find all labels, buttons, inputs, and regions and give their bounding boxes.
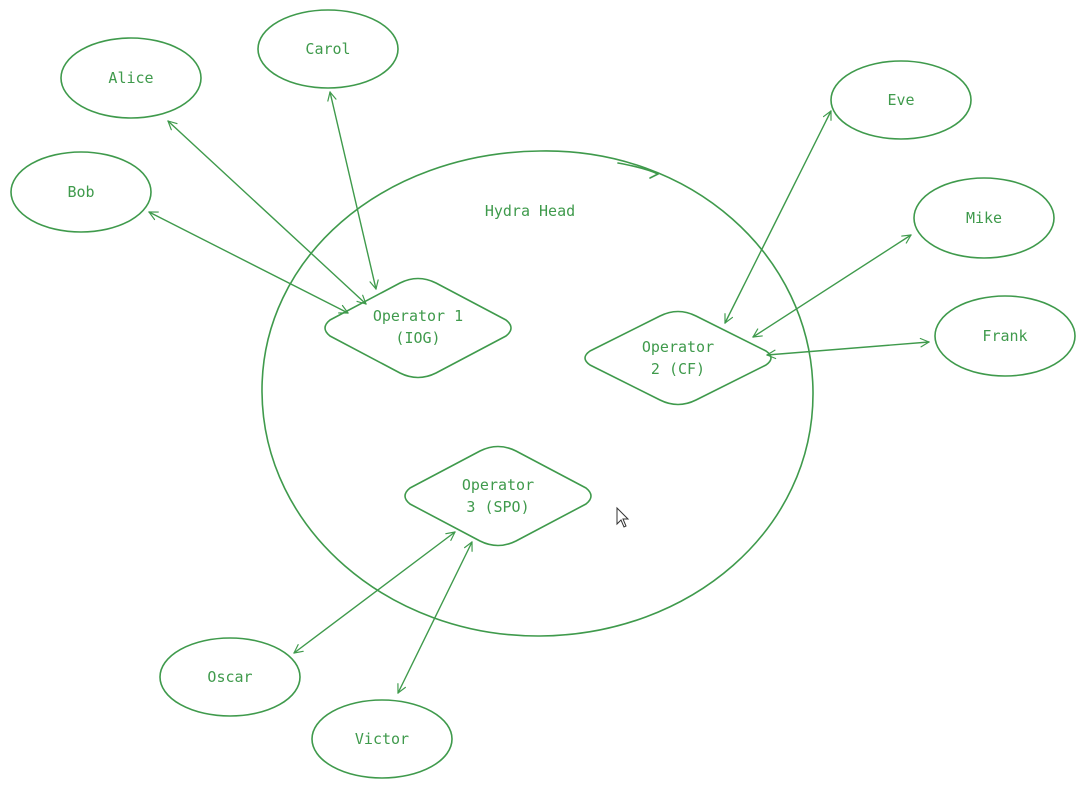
participant-node-eve[interactable]: Eve <box>830 60 972 140</box>
participant-ellipse <box>159 637 301 717</box>
participant-label: Mike <box>966 209 1002 227</box>
operator-node-op3[interactable]: Operator 3 (SPO) <box>404 445 592 547</box>
participant-ellipse <box>913 177 1055 259</box>
participant-node-bob[interactable]: Bob <box>10 151 152 233</box>
participant-ellipse <box>311 699 453 779</box>
participant-label: Frank <box>982 327 1027 345</box>
operator-node-op1[interactable]: Operator 1 (IOG) <box>324 277 512 379</box>
participant-label: Carol <box>305 40 350 58</box>
connection-arrow-frank-op2[interactable] <box>766 337 930 360</box>
participant-node-victor[interactable]: Victor <box>311 699 453 779</box>
operator-label-line-2: 3 (SPO) <box>466 498 529 516</box>
hydra-head[interactable]: Hydra Head <box>261 150 814 637</box>
connection-arrow-carol-op1[interactable] <box>327 91 379 290</box>
participant-label: Victor <box>355 730 409 748</box>
operator-label-line-2: (IOG) <box>395 329 440 347</box>
connection-arrow-alice-op1[interactable] <box>167 120 367 305</box>
hydra-head-stroke-tick <box>649 169 659 179</box>
connection-arrow-mike-op2[interactable] <box>752 234 912 338</box>
participant-node-mike[interactable]: Mike <box>913 177 1055 259</box>
participant-label: Bob <box>67 183 94 201</box>
hydra-head-circle <box>261 150 814 637</box>
participant-ellipse <box>830 60 972 140</box>
connection-arrow-eve-op2[interactable] <box>724 110 832 324</box>
connections-layer <box>148 91 930 694</box>
connection-arrow-bob-op1[interactable] <box>148 211 349 314</box>
participant-node-carol[interactable]: Carol <box>257 9 399 89</box>
participant-node-frank[interactable]: Frank <box>934 295 1076 377</box>
mouse-cursor-icon <box>616 506 630 528</box>
connection-arrow-oscar-op3[interactable] <box>293 531 456 654</box>
operator-label-line-1: Operator <box>462 476 534 494</box>
participant-ellipse <box>60 37 202 119</box>
participant-ellipse <box>10 151 152 233</box>
participant-label: Alice <box>108 69 153 87</box>
hydra-head-label: Hydra Head <box>485 202 575 220</box>
operator-label-line-1: Operator <box>642 338 714 356</box>
operator-label-line-1: Operator 1 <box>373 307 463 325</box>
operator-diamond <box>584 310 772 406</box>
participant-node-alice[interactable]: Alice <box>60 37 202 119</box>
participant-ellipse <box>257 9 399 89</box>
participant-label: Oscar <box>207 668 252 686</box>
operator-diamond <box>324 277 512 379</box>
operator-diamond <box>404 445 592 547</box>
participant-label: Eve <box>887 91 914 109</box>
participant-node-oscar[interactable]: Oscar <box>159 637 301 717</box>
operator-label-line-2: 2 (CF) <box>651 360 705 378</box>
operator-node-op2[interactable]: Operator 2 (CF) <box>584 310 772 406</box>
participant-ellipse <box>934 295 1076 377</box>
